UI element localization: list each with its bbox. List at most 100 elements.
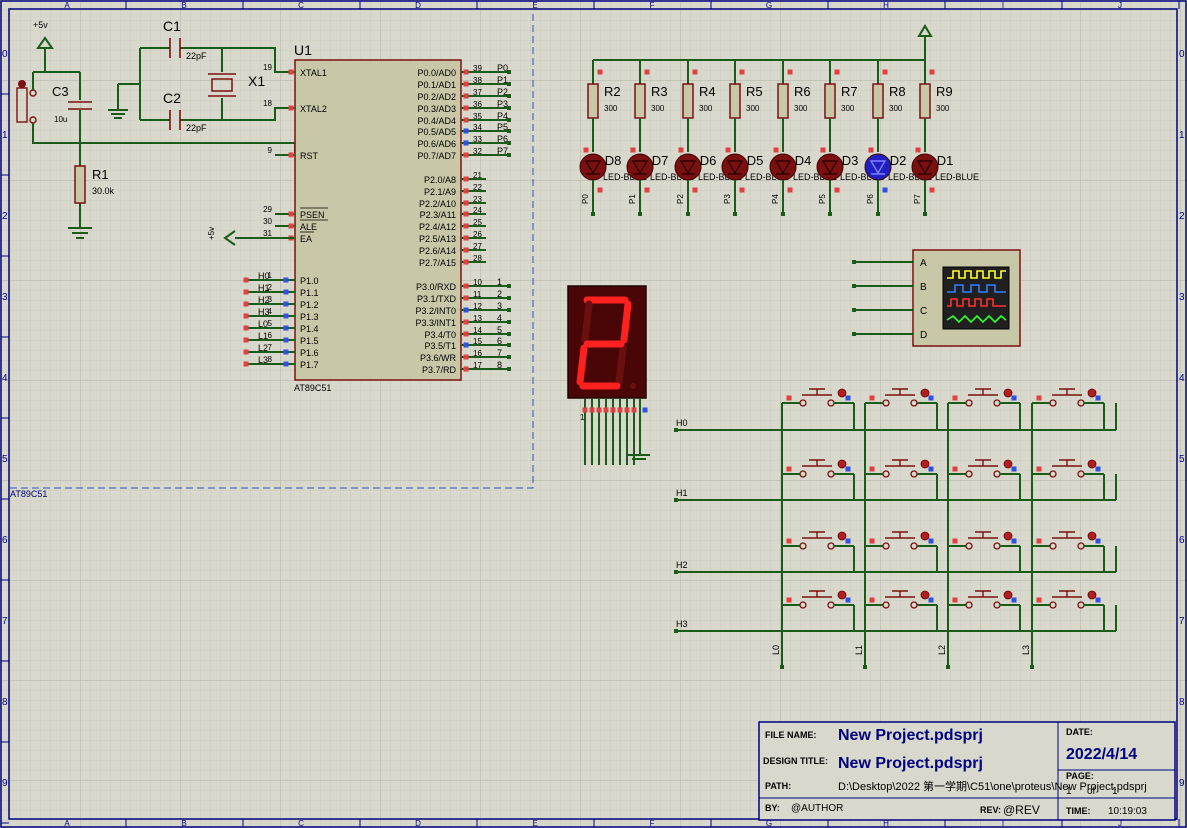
keypad-button[interactable]: [948, 590, 1021, 631]
capacitor-c1[interactable]: C1 22pF: [140, 18, 222, 61]
keypad-button[interactable]: [782, 459, 855, 500]
pin-marker: [928, 395, 934, 401]
pin-name: P1.2: [300, 300, 319, 310]
net-label: P3: [497, 99, 508, 109]
pin-marker: [288, 223, 294, 229]
keypad-button[interactable]: [782, 388, 855, 430]
border-row-right: 8: [1179, 697, 1185, 708]
border-row-left: 0: [2, 49, 8, 60]
net-label: P5: [818, 194, 827, 204]
pin-marker: [1095, 395, 1101, 401]
pin-name: P2.7/A15: [419, 258, 456, 268]
keypad-button[interactable]: [1032, 531, 1105, 572]
pin-marker: [463, 235, 469, 241]
keypad-button[interactable]: [1032, 590, 1105, 631]
pin-marker: [283, 337, 289, 343]
capacitor-c3[interactable]: C3 10u: [52, 72, 92, 143]
keypad-button[interactable]: [865, 388, 938, 430]
resistor-r1[interactable]: R1 30.0k: [68, 143, 115, 239]
button-indicator: [837, 531, 847, 541]
keypad-button[interactable]: [865, 459, 938, 500]
mcu-at89c51[interactable]: U1 AT89C51 XTAL119XTAL218RST9PSEN29ALE30…: [243, 42, 512, 393]
keypad-button[interactable]: [948, 388, 1021, 430]
keypad-button[interactable]: [1032, 388, 1105, 430]
pin-name: P0.5/AD5: [417, 127, 456, 137]
pin-marker: [845, 538, 851, 544]
capacitor-c2[interactable]: C2 22pF: [140, 90, 222, 133]
keypad-button[interactable]: [865, 531, 938, 572]
keypad-button[interactable]: [782, 590, 855, 631]
ea-power-terminal[interactable]: +5v: [207, 227, 295, 246]
led-symbol: [631, 160, 649, 175]
keypad-button[interactable]: [948, 531, 1021, 572]
button-contact: [799, 542, 807, 550]
led-symbol: [726, 160, 744, 175]
seven-segment-display[interactable]: 1: [567, 285, 650, 465]
keypad-button[interactable]: [865, 590, 938, 631]
pin-name: P3.3/INT1: [415, 318, 456, 328]
power-terminal-vcc[interactable]: +5v: [33, 20, 54, 72]
button-indicator: [1087, 531, 1097, 541]
net-terminal: [507, 320, 511, 324]
keypad-button[interactable]: [948, 459, 1021, 500]
button-contact: [882, 601, 890, 609]
led-array[interactable]: R2300D8LED-BLUEP0R3300D7LED-BLUEP1R4300D…: [579, 24, 979, 216]
border-col-top: I: [1002, 1, 1004, 10]
border-row-right: 6: [1179, 535, 1185, 546]
pin-number: 18: [263, 99, 272, 108]
keypad-button[interactable]: [782, 531, 855, 572]
keypad-col-terminal: [1030, 665, 1034, 669]
border-col-bottom: F: [650, 819, 655, 828]
crystal-x1[interactable]: X1: [208, 48, 265, 120]
keypad-button[interactable]: [1032, 459, 1105, 500]
